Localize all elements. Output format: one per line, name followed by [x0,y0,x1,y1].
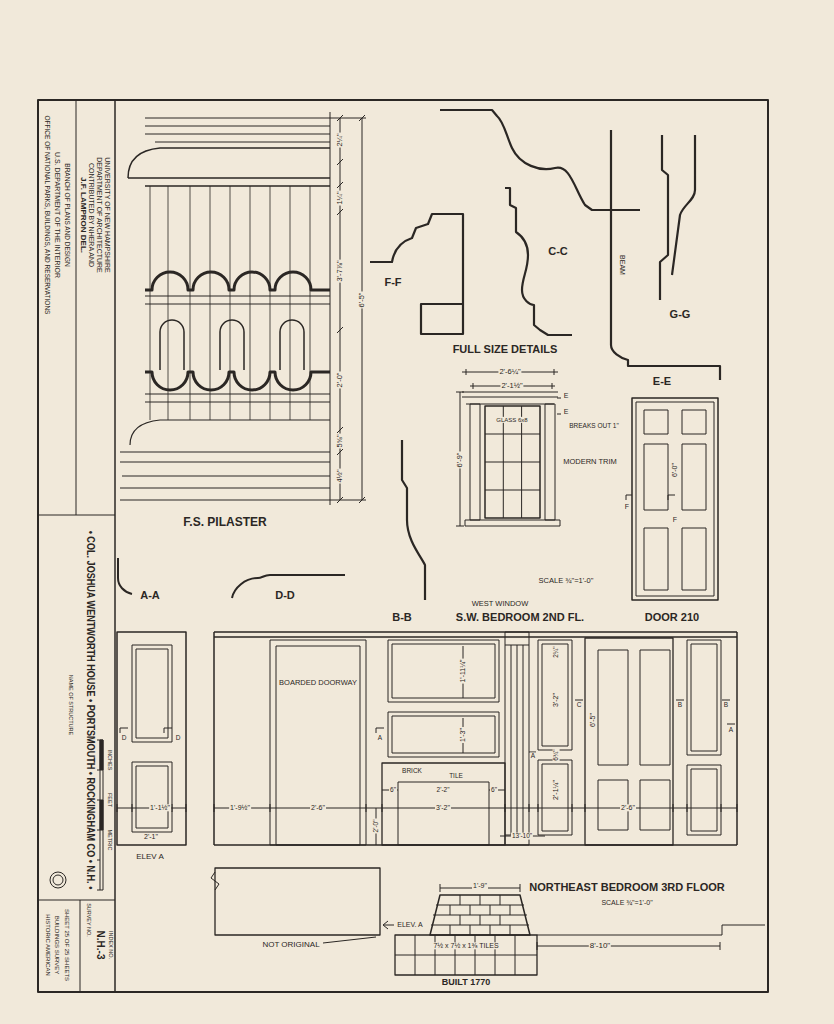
dimension: 2'-6" [310,804,326,811]
note: BOARDED DOORWAY [278,679,358,687]
section-mark: B [677,702,683,709]
section-mark: C [576,702,583,709]
dimension: 1'-3" [459,727,466,743]
material-note: TILE [448,773,464,780]
program-name: BUILDINGS SURVEY [54,915,60,976]
credit-line: UNIVERSITY OF NEW HAMPSHIRE [103,156,110,273]
note: ELEV. A [396,921,423,928]
note: BEAM [618,254,625,276]
scale-unit: INCHES [106,749,112,772]
agency-line: U.S. DEPARTMENT OF THE INTERIOR [53,151,60,279]
dimension: 6" [389,787,397,794]
dimension: 6" [490,787,498,794]
material-note: BRICK [401,768,423,775]
scale-unit: METRIC [106,828,112,851]
dimension: 3'-2" [435,804,451,811]
scale-note: SCALE ¾"=1'-0" [538,577,595,585]
dimension: 1'-9" [472,882,488,889]
section-mark: D [175,735,182,742]
section-mark: B [723,702,729,709]
note: BREAKS OUT 1" [568,423,620,430]
material-note: 7½ x 7½ x 1⅜ TILES [432,942,499,949]
dimension: 6¾" [553,748,560,761]
section-label: G-G [669,309,692,321]
dimension: 6'-5" [589,712,596,728]
section-mark: E [563,408,570,415]
dimension: 6'-5" [358,292,366,309]
agency-line: OFFICE OF NATIONAL PARKS, BUILDINGS, AND… [44,115,51,316]
dimension: 6'-0" [671,462,678,478]
section-mark: F [672,516,678,523]
section-mark: A [377,735,383,742]
delineator: J.F. LAMPRON DEL. [79,176,87,254]
section-label: F-F [383,277,402,289]
dimension: 1'-11¼" [459,658,466,683]
dimension: 2'-0" [336,372,344,389]
section-mark: A [530,753,536,760]
dimension: 6'-9" [456,452,464,469]
dimension: 3'-7⅞" [336,259,344,282]
dimension: 1'-1½" [149,804,171,811]
credit-line: CONTRIBUTED BY NHERA AND [87,162,94,268]
note: GLASS 6x8 [495,417,528,423]
dimension: 2¼" [336,132,344,147]
dimension: 2'-0" [373,819,380,834]
dimension: 2'-2" [436,787,451,794]
drawing-title: F.S. PILASTER [182,516,267,529]
drawing-title: ELEV A [135,853,165,861]
section-mark: E [563,392,570,399]
drawing-title: WEST WINDOW [471,600,530,608]
dimension: 2'-1" [143,833,159,840]
section-mark: D [121,735,128,742]
field-caption: NAME OF STRUCTURE [67,674,73,737]
note: MODERN TRIM [562,458,618,466]
section-label: E-E [652,376,672,388]
dimension: 4½" [336,468,344,483]
field-caption: SURVEY NO. [85,902,91,938]
dimension: 8'-10" [589,942,611,950]
section-label: B-B [391,612,413,624]
dimension: 1¼" [336,190,344,205]
drawing-title: NORTHEAST BEDROOM 3RD FLOOR [528,882,726,894]
drawing-title: S.W. BEDROOM 2ND FL. [455,612,585,624]
scale-unit: FEET [106,792,112,808]
section-mark: F [624,503,630,510]
sheet-number: SHEET 25 OF 25 SHEETS [64,908,70,982]
credit-line: DEPARTMENT OF ARCHITECTURE [95,156,102,274]
dimension: 5⅝" [336,433,344,448]
date-note: BUILT 1770 [441,978,491,987]
dimension: 2'-6" [620,804,636,811]
dimension: 2¼" [553,645,560,658]
section-label: D-D [274,590,296,602]
field-caption: INDEX NO. [107,930,113,960]
sheet-title: • COL. JOSHUA WENTWORTH HOUSE • PORTSMOU… [84,530,96,890]
drawing-title: DOOR 210 [644,612,700,624]
drawing-title: FULL SIZE DETAILS [452,344,559,356]
section-label: C-C [547,246,569,258]
dimension: 2'-1½" [500,382,523,390]
dimension: 2'-1¼" [552,779,559,801]
survey-number: N.H.-3 [95,930,106,961]
program-name: HISTORIC AMERICAN [45,913,51,977]
section-label: A-A [139,590,161,602]
section-mark: A [728,727,734,734]
scale-note: SCALE ¾"=1'-0" [600,899,653,906]
dimension: 13'-10" [511,833,533,840]
dimension: 2'-6¼" [498,368,521,376]
agency-line: BRANCH OF PLANS AND DESIGN [64,162,71,267]
note: NOT ORIGINAL [261,941,320,949]
dimension: 3'-2" [552,692,559,708]
dimension: 1'-9½" [229,804,251,811]
